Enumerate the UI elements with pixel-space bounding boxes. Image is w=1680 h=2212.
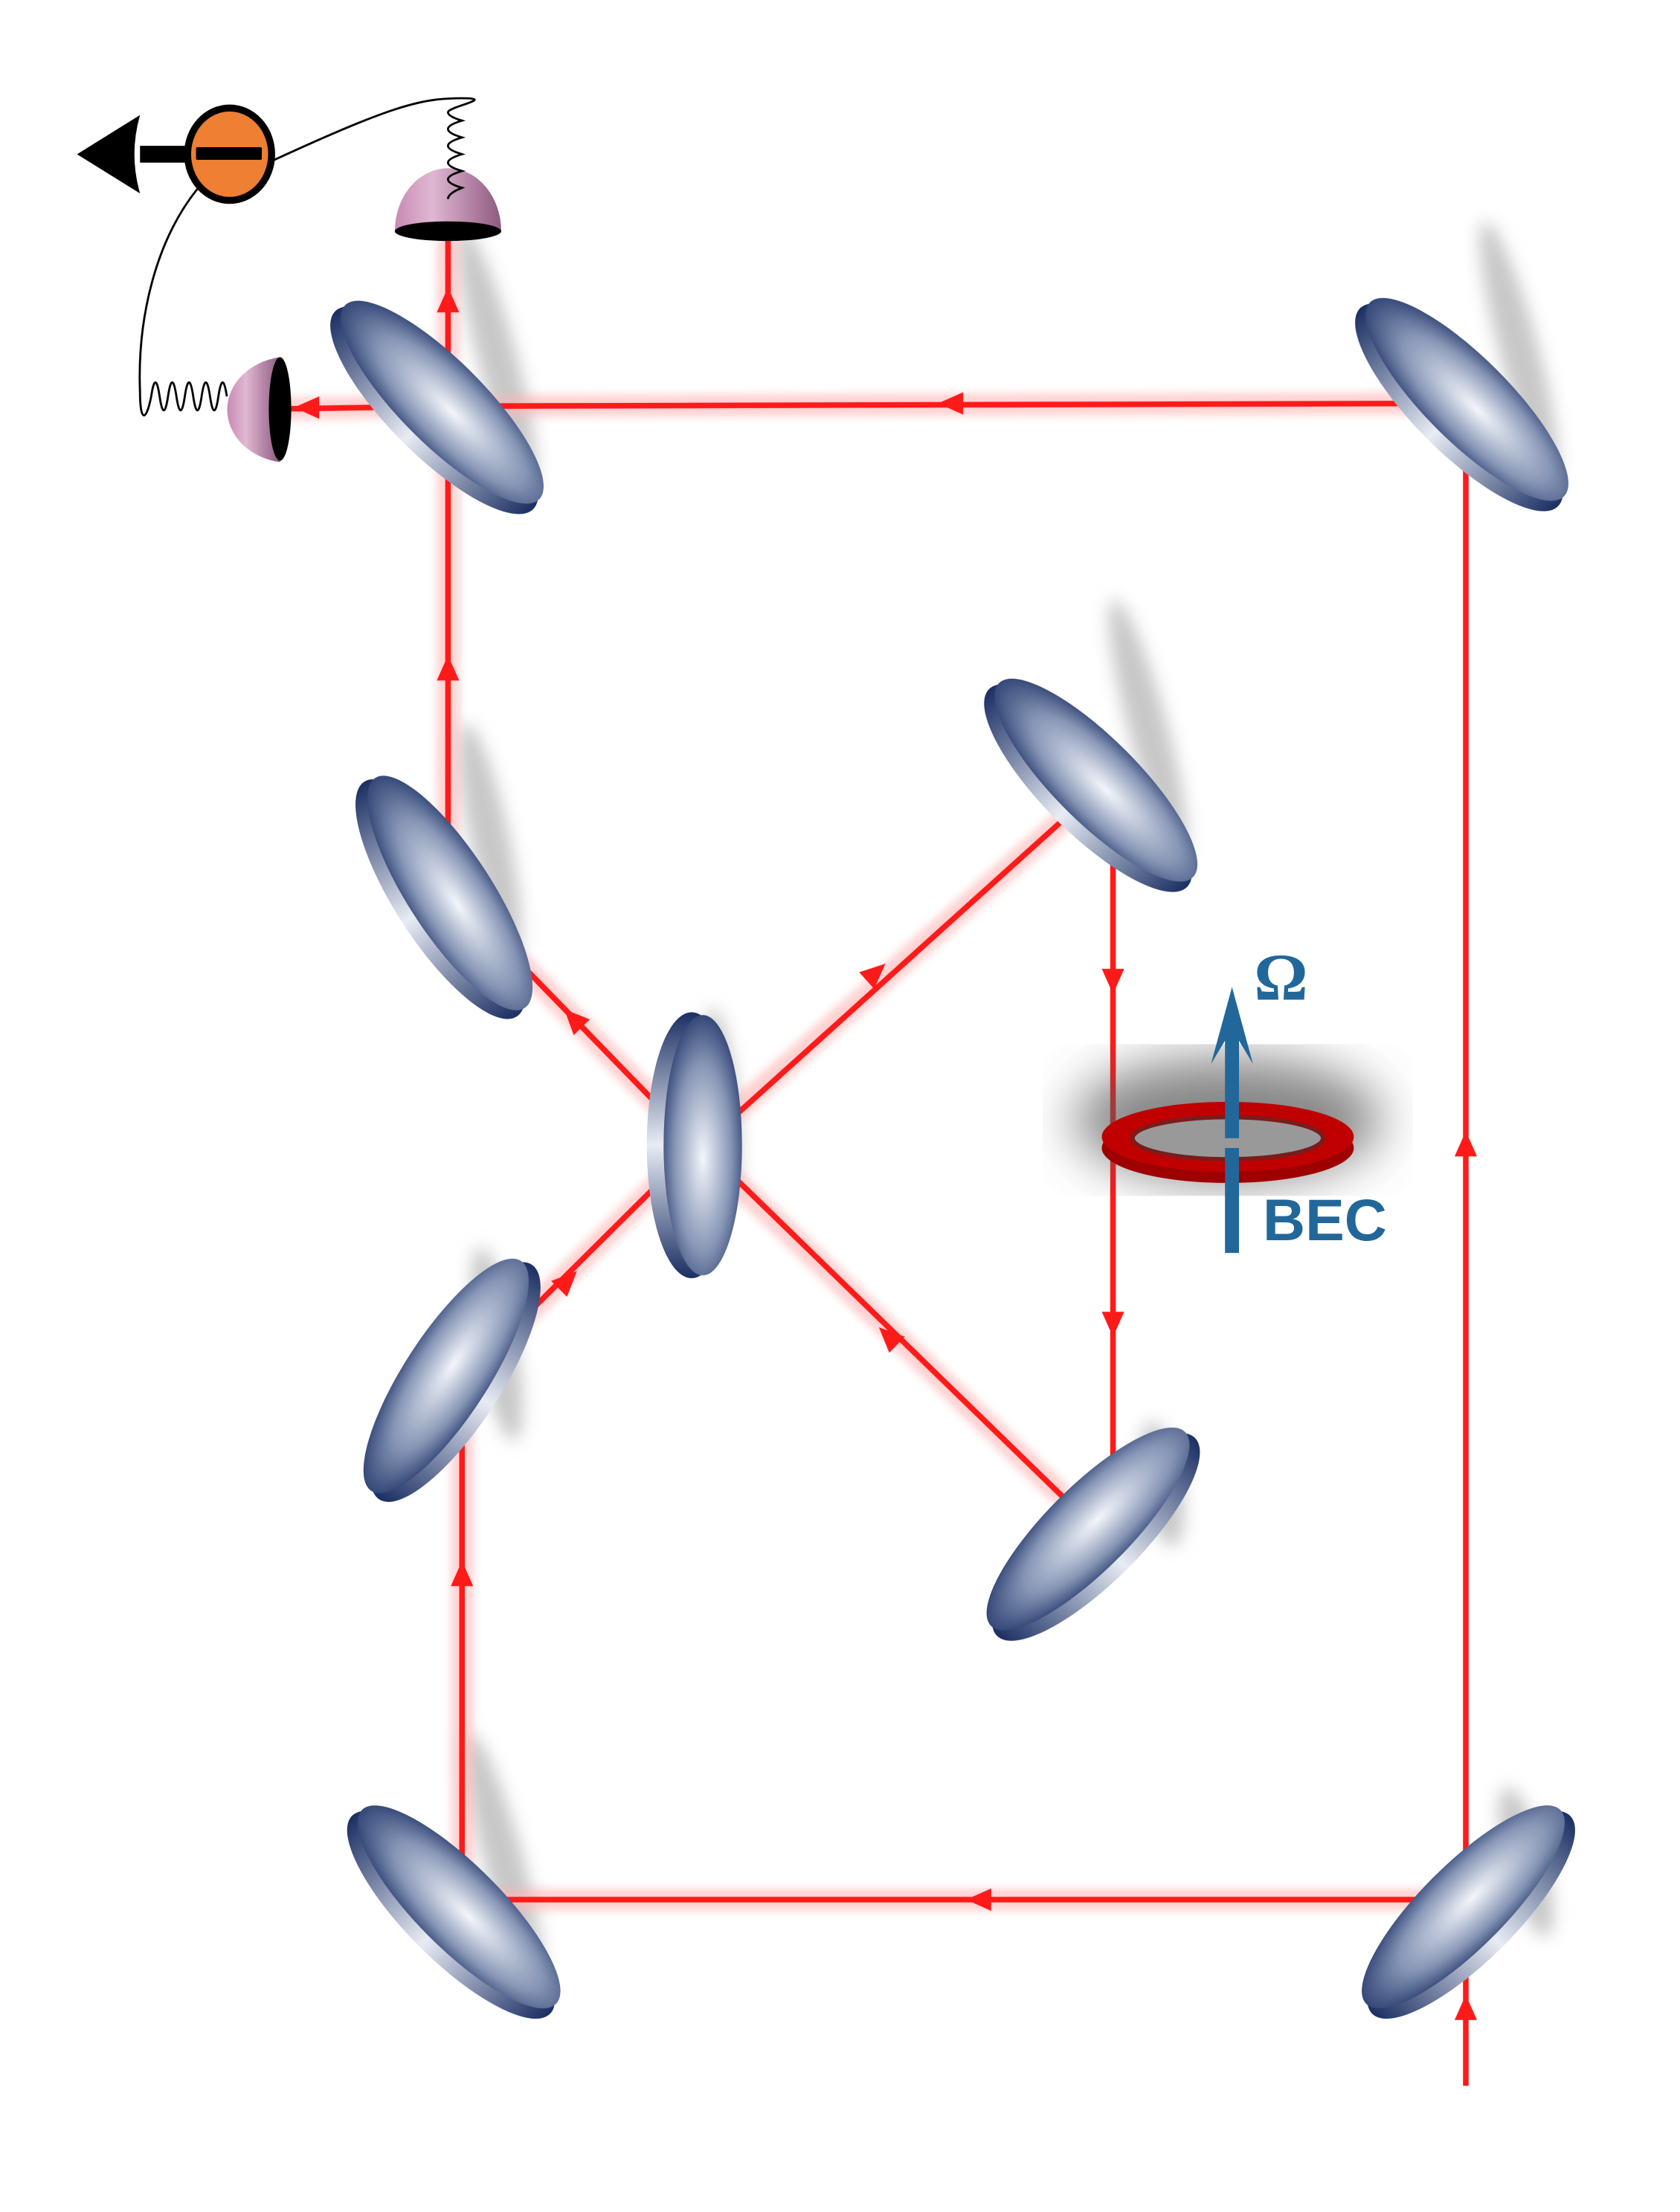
arrow-left-icon — [77, 115, 141, 194]
beam-from-mirror-lower-right — [705, 1149, 1066, 1500]
beamsplitter-center — [646, 1012, 742, 1279]
rotation-axis-lower — [1225, 1147, 1240, 1254]
mirror-shadows — [457, 222, 1559, 1990]
mirror-bottom-left — [347, 1805, 561, 2019]
detector-wires — [138, 97, 476, 416]
mirror-lower-right — [986, 1427, 1200, 1641]
beamsplitter-input — [1362, 1805, 1575, 2019]
photodetector-top — [394, 168, 501, 242]
subtractor — [77, 104, 275, 204]
arrow-up-icon — [1211, 987, 1253, 1065]
bec-ring: Ω BEC — [1073, 939, 1387, 1254]
beam-to-mirror-upper-right — [705, 816, 1066, 1144]
beamsplitter-output — [330, 300, 544, 515]
mirrors — [330, 297, 1575, 2019]
mirror-left-upper — [355, 776, 533, 1019]
beam-direction-arrows — [294, 287, 1478, 2020]
omega-label: Ω — [1254, 939, 1307, 1014]
mirror-upper-right — [984, 678, 1198, 892]
output-arrow-shaft — [140, 146, 196, 163]
laser-beams — [280, 238, 1469, 2086]
bec-label: BEC — [1263, 1187, 1387, 1253]
photodetector-left — [227, 357, 292, 462]
mirror-left-lower — [363, 1258, 541, 1502]
mirror-top-right — [1355, 297, 1568, 512]
